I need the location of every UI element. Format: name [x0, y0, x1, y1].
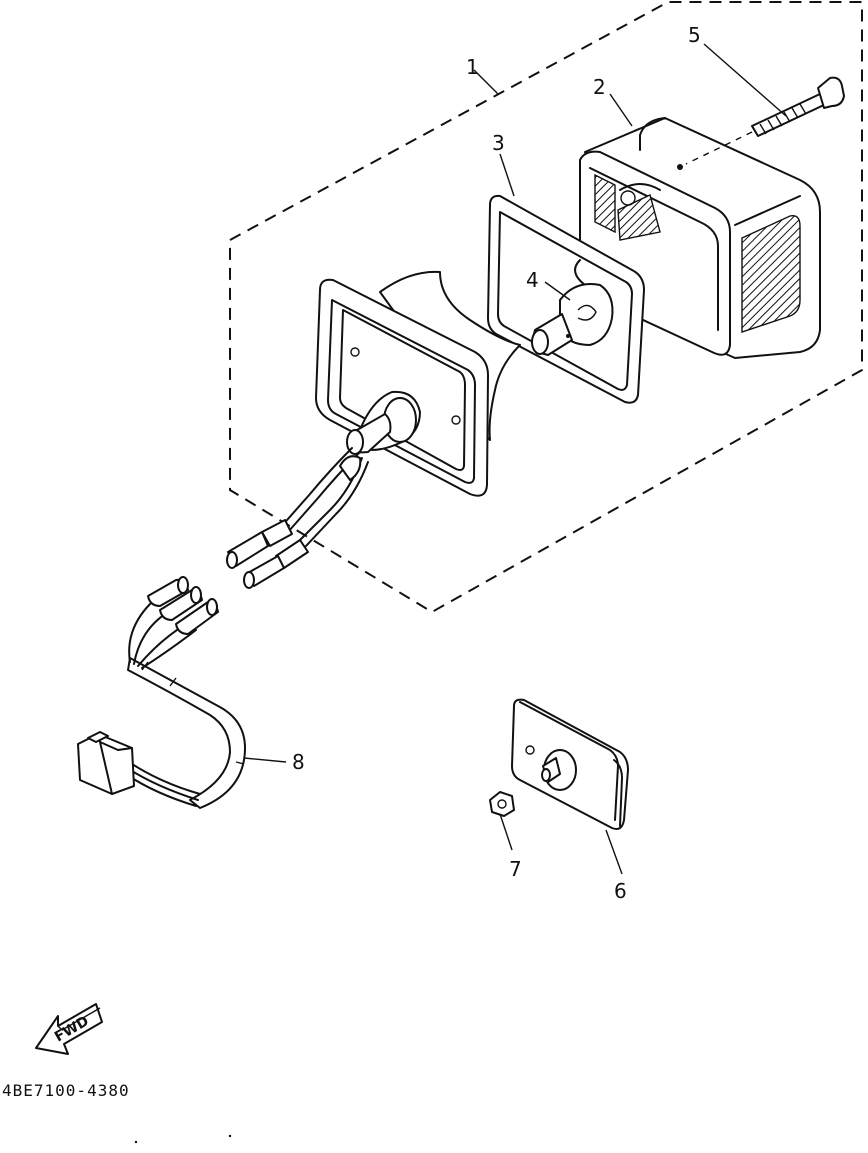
speck — [134, 1140, 138, 1144]
fwd-arrow-icon: FWD — [35, 1003, 103, 1055]
callout-3: 3 — [492, 131, 505, 155]
speck — [228, 1134, 232, 1138]
bulb — [531, 283, 614, 356]
leader-lines — [243, 43, 787, 875]
wire-harness — [77, 576, 246, 809]
screw — [685, 76, 845, 165]
bracket — [511, 698, 629, 830]
nut — [489, 791, 515, 817]
callout-8: 8 — [292, 750, 305, 774]
figure-code: 4BE7100-4380 — [2, 1081, 130, 1100]
callout-1: 1 — [466, 55, 479, 79]
callout-7: 7 — [509, 857, 522, 881]
callout-2: 2 — [593, 75, 606, 99]
assembly-boundary — [229, 1, 863, 614]
callout-6: 6 — [614, 879, 627, 903]
base-plate — [315, 270, 521, 497]
callout-4: 4 — [526, 268, 539, 292]
callout-5: 5 — [688, 23, 701, 47]
lamp-wires — [226, 447, 369, 589]
